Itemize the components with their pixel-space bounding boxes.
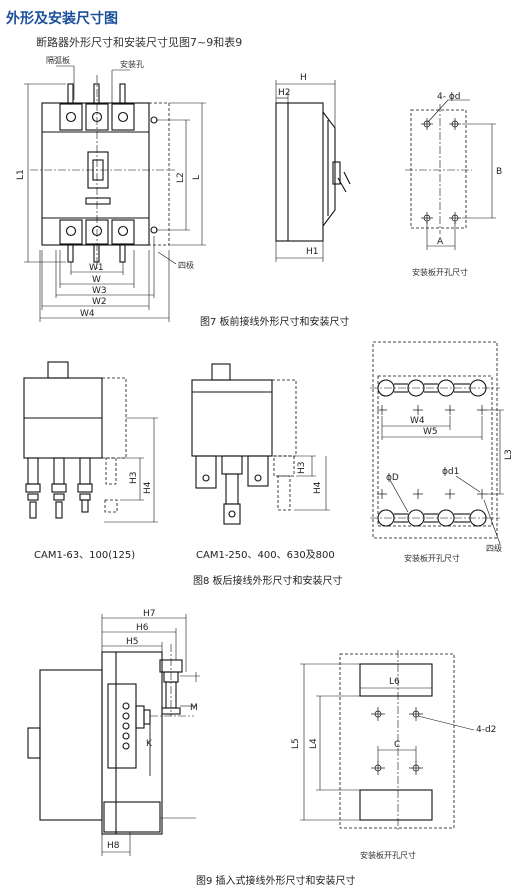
fig7-H2-label: H2	[278, 88, 291, 98]
fig7-W2-label: W2	[92, 297, 107, 307]
fig8-plate-caption: 安装板开孔尺寸	[404, 553, 460, 563]
fig8-b-H4-label: H4	[313, 481, 323, 494]
fig8-W5-label: W5	[423, 427, 438, 437]
fig8-view-a	[23, 361, 158, 523]
fig9-side-labels: H7 H6 H5 M K H8	[107, 609, 198, 851]
fig8-phiD-label: ϕD	[386, 473, 399, 483]
fig7-plate-caption: 安装板开孔尺寸	[412, 267, 468, 277]
fig7-front-view	[24, 65, 206, 322]
fig8-model-b: CAM1-250、400、630及800	[196, 549, 335, 561]
fig7-plate-labels: 4- ϕd B A 安装板开孔尺寸	[412, 92, 502, 277]
fig7-W4-label: W4	[80, 309, 95, 319]
fig9-L5-label: L5	[291, 738, 301, 749]
fig7-L-label: L	[192, 175, 202, 180]
fig8-a-H3-label: H3	[129, 472, 139, 485]
fig7-side-view	[275, 80, 351, 262]
fig9-holes-label: 4-d2	[476, 725, 496, 735]
fig8-view-a-labels: H3 H4 CAM1-63、100(125)	[34, 472, 153, 562]
fig9-caption: 图9 插入式接线外形尺寸和安装尺寸	[196, 874, 356, 887]
fig8-a-H4-label: H4	[143, 481, 153, 494]
fig9-K-label: K	[146, 739, 153, 749]
fig7-H1-label: H1	[306, 247, 319, 257]
fig7-L1-label: L1	[16, 169, 26, 180]
fig7-W1-label: W1	[89, 263, 104, 273]
fig7-front-labels: 隔弧板 安装孔 L1 L2 L W1 W W3 W2 W4 四极	[16, 55, 202, 319]
fig7-holes-label: 4- ϕd	[437, 92, 460, 102]
fig9-H5-label: H5	[126, 637, 139, 647]
fig8-four-pole-label: 四级	[486, 543, 502, 553]
fig8-view-b-labels: H3 H4 CAM1-250、400、630及800	[196, 462, 335, 562]
fig8-plate-labels: W4 W5 L3 ϕD ϕd1 四级 安装板开孔尺寸	[386, 416, 514, 563]
fig7-L2-label: L2	[176, 172, 186, 183]
fig8-mount-plate	[370, 341, 504, 545]
fig7-B-label: B	[496, 167, 502, 177]
fig8-L3-label: L3	[504, 449, 514, 460]
fig9-H8-label: H8	[107, 841, 120, 851]
fig7-H-label: H	[300, 73, 307, 83]
fig8-view-b	[191, 363, 330, 525]
fig9-plate-caption: 安装板开孔尺寸	[360, 850, 416, 860]
fig7-W3-label: W3	[92, 286, 107, 296]
fig8-W4-label: W4	[410, 416, 425, 426]
fig9-L4-label: L4	[309, 738, 319, 749]
fig9-H7-label: H7	[143, 609, 156, 619]
fig9-plate-labels: L6 L5 L4 4-d2 C 安装板开孔尺寸	[291, 677, 496, 860]
fig7-caption: 图7 板前接线外形尺寸和安装尺寸	[200, 315, 350, 328]
fig9-H6-label: H6	[136, 623, 149, 633]
fig8-phid1-label: ϕd1	[442, 467, 459, 477]
fig7-side-labels: H H2 H1	[278, 73, 319, 257]
fig8-caption: 图8 板后接线外形尺寸和安装尺寸	[193, 574, 343, 587]
fig7-W-label: W	[92, 275, 101, 285]
fig9-side-view	[27, 614, 200, 856]
fig8-model-a: CAM1-63、100(125)	[34, 550, 135, 561]
fig7-mount-plate	[405, 99, 496, 250]
fig9-M-label: M	[190, 703, 198, 713]
fig9-C-label: C	[394, 740, 400, 750]
fig9-L6-label: L6	[389, 677, 400, 687]
page-subtitle: 断路器外形尺寸和安装尺寸见图7~9和表9	[36, 36, 243, 49]
fig7-mount-hole-label: 安装孔	[120, 59, 144, 69]
page-title: 外形及安装尺寸图	[6, 11, 118, 27]
fig7-arc-plate-label: 隔弧板	[46, 55, 70, 65]
fig7-four-pole-label: 四极	[178, 260, 194, 270]
fig9-mount-plate	[300, 650, 475, 830]
fig7-A-label: A	[437, 237, 444, 247]
fig8-b-H3-label: H3	[297, 462, 307, 475]
